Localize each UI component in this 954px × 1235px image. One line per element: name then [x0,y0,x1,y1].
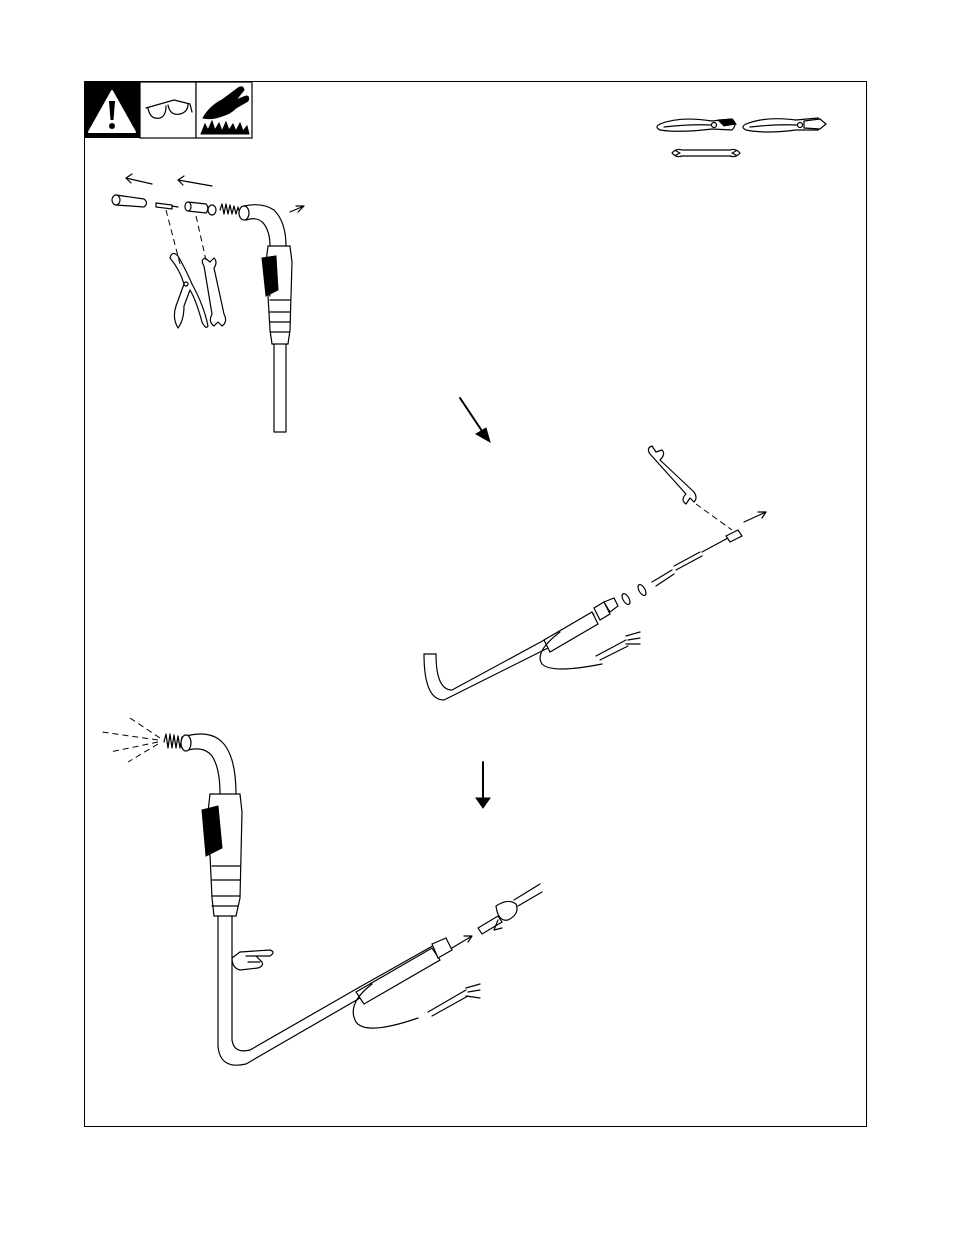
tip-adapter-part [185,202,216,215]
removal-arrow-left [126,174,152,184]
step-3-install-liner [102,718,542,1065]
step-2-remove-liner [424,446,766,700]
safety-glasses-icon [140,82,196,138]
warning-triangle-icon [84,82,140,138]
gun-assembly-upper [239,205,304,432]
pliers-icon [743,118,826,132]
wrench-leader [196,216,206,260]
cable-assembly-step2 [424,530,742,700]
pliers-tool [170,253,208,328]
wrench-tool-step2 [648,446,696,504]
safety-icons [84,82,252,138]
open-end-wrench-icon [672,149,740,156]
contact-tip-part [156,203,178,209]
step-arrow-down [476,762,490,808]
new-liner-part [478,884,542,934]
step-1-disassembly [112,174,304,432]
pointing-hand-icon [232,950,273,970]
step-arrow-diagonal [460,398,490,442]
gun-neck-spring [220,204,240,214]
removal-arrow-right [178,176,212,186]
tool-icons [657,118,826,157]
diagonal-cutters-icon [657,119,736,131]
gun-assembly-lower [181,734,480,1065]
nozzle-part [112,195,147,207]
air-blow-lines [102,718,160,762]
hot-surface-hand-icon [196,82,252,138]
liner-pull-arrow [744,512,766,522]
